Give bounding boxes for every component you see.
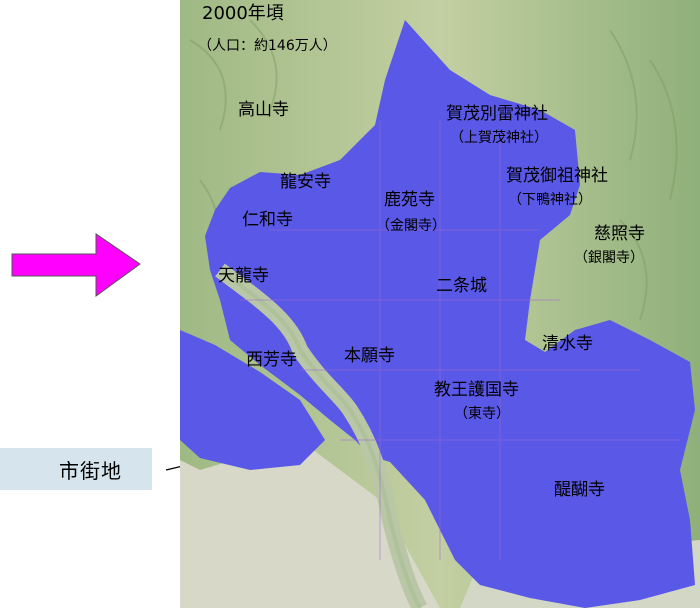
year-label: 2000年頃 xyxy=(202,3,284,24)
place-tenryuji: 天龍寺 xyxy=(218,266,269,286)
place-shimogamo-alt: （下鴨神社） xyxy=(508,192,592,208)
right-arrow-icon xyxy=(11,233,141,297)
place-toji-alt: （東寺） xyxy=(454,406,510,422)
place-kyoogokokuji: 教王護国寺 xyxy=(434,380,519,400)
place-saihoji: 西芳寺 xyxy=(246,350,297,370)
urban-area-polygon xyxy=(205,20,695,608)
place-honganji: 本願寺 xyxy=(344,346,395,366)
legend-urban-area: 市街地 xyxy=(0,448,152,490)
kyoto-map: 2000年頃 （人口：約146万人） 高山寺 賀茂別雷神社 （上賀茂神社） 龍安… xyxy=(180,0,700,608)
place-kiyomizudera: 清水寺 xyxy=(542,334,593,354)
legend-label-text: 市街地 xyxy=(59,458,122,483)
place-nijojo: 二条城 xyxy=(436,276,487,296)
place-daigoji: 醍醐寺 xyxy=(554,480,605,500)
place-kamo-wakeikazuchi: 賀茂別雷神社 xyxy=(446,104,548,124)
place-ginkakuji-alt: （銀閣寺） xyxy=(574,250,644,266)
place-kinkakuji-alt: （金閣寺） xyxy=(376,218,446,234)
terrain-map-graphic xyxy=(180,0,700,608)
population-label: （人口：約146万人） xyxy=(198,38,337,54)
place-jishoji: 慈照寺 xyxy=(594,224,645,244)
place-koyamaji: 高山寺 xyxy=(238,100,289,120)
place-ryoanji: 龍安寺 xyxy=(280,172,331,192)
place-rokuonji: 鹿苑寺 xyxy=(384,190,435,210)
place-kamo-mioya: 賀茂御祖神社 xyxy=(506,166,608,186)
place-kamigamo-alt: （上賀茂神社） xyxy=(450,130,548,146)
place-ninnaji: 仁和寺 xyxy=(242,210,293,230)
